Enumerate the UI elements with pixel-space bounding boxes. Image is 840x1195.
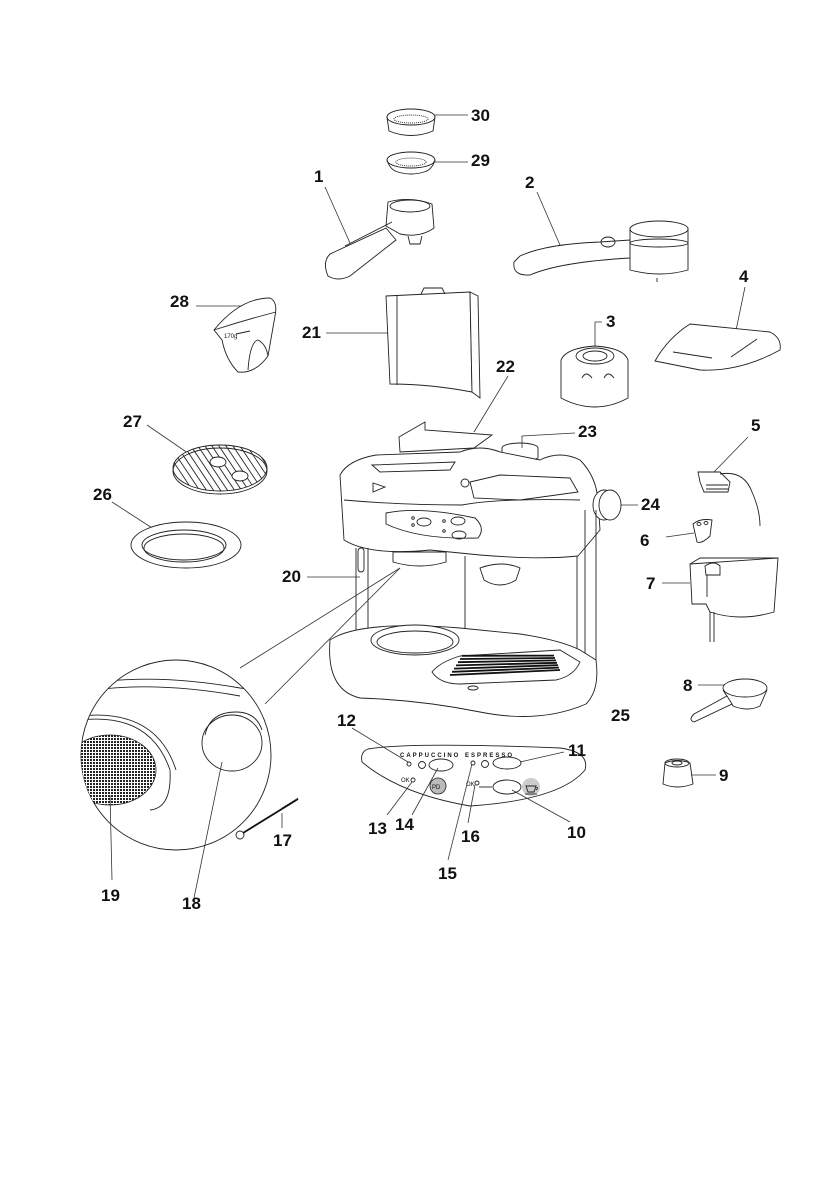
label-28: 28 xyxy=(170,292,189,311)
cappuccino-button[interactable] xyxy=(429,759,453,771)
label-5: 5 xyxy=(751,416,760,435)
part-5-connector: 5 xyxy=(698,416,760,526)
label-19: 19 xyxy=(101,886,120,905)
part-9-cap: 9 xyxy=(663,759,728,787)
part-7-container: 7 xyxy=(646,558,778,642)
label-11: 11 xyxy=(568,741,586,760)
label-30: 30 xyxy=(471,106,490,125)
machine-body: 22 23 24 xyxy=(240,357,660,725)
espresso-cup-icon xyxy=(522,778,540,796)
drip-tray-bar xyxy=(460,658,555,659)
cappuccino-icon-text: PD xyxy=(432,785,441,791)
label-29: 29 xyxy=(471,151,490,170)
part-2-filter-holder-handle: 2 xyxy=(514,173,688,282)
label-7: 7 xyxy=(646,574,655,593)
part-3-knob-cap: 3 xyxy=(561,312,628,407)
label-4: 4 xyxy=(739,267,749,286)
cup-marking: 170g xyxy=(224,334,237,340)
part-21-water-tank: 21 xyxy=(302,288,480,398)
label-17: 17 xyxy=(273,831,292,850)
part-28-dosing-cup: 28 170g xyxy=(170,292,276,372)
label-21: 21 xyxy=(302,323,321,342)
part-26-ring-gasket: 26 xyxy=(93,485,241,568)
label-24: 24 xyxy=(641,495,660,514)
part-30-double-filter: 30 xyxy=(387,106,490,136)
label-20: 20 xyxy=(282,567,301,586)
label-3: 3 xyxy=(606,312,615,331)
grid-hatch-line xyxy=(278,440,318,500)
label-23: 23 xyxy=(578,422,597,441)
label-13: 13 xyxy=(368,819,387,838)
label-18: 18 xyxy=(182,894,201,913)
label-12: 12 xyxy=(337,711,356,730)
label-14: 14 xyxy=(395,815,414,834)
label-22: 22 xyxy=(496,357,515,376)
label-15: 15 xyxy=(438,864,457,883)
detail-zoom-circle: 12 19 18 xyxy=(64,660,356,913)
label-10: 10 xyxy=(567,823,586,842)
part-27-drip-grid: 27 xyxy=(110,412,318,500)
part-4-cover-plate: 4 xyxy=(655,267,780,370)
control-panel-detail: CAPPUCCINO ESPRESSO OK PD OK 11 13 14 15… xyxy=(352,728,586,883)
grid-hatch-line xyxy=(124,440,164,500)
label-6: 6 xyxy=(640,531,649,550)
part-8-measuring-scoop: 8 xyxy=(683,676,767,722)
espresso-button[interactable] xyxy=(493,780,521,794)
label-1: 1 xyxy=(314,167,323,186)
grid-hatch-line xyxy=(131,440,171,500)
part-6-nozzle: 6 xyxy=(640,520,712,551)
label-8: 8 xyxy=(683,676,692,695)
panel-label-cappuccino: CAPPUCCINO xyxy=(400,753,460,759)
label-25: 25 xyxy=(611,706,630,725)
espresso-selector-button[interactable] xyxy=(493,757,521,769)
part-29-single-filter: 29 xyxy=(387,151,490,174)
ok-left: OK xyxy=(401,778,410,784)
label-26: 26 xyxy=(93,485,112,504)
label-2: 2 xyxy=(525,173,534,192)
grid-hatch-line xyxy=(110,440,150,500)
grid-hatch-line xyxy=(117,440,157,500)
grid-hatch-line xyxy=(264,440,304,500)
part-1-filter-holder: 1 xyxy=(314,167,434,279)
label-27: 27 xyxy=(123,412,142,431)
grid-hatch-line xyxy=(271,440,311,500)
grid-hatch-line xyxy=(138,440,178,500)
label-9: 9 xyxy=(719,766,728,785)
label-16: 16 xyxy=(461,827,480,846)
